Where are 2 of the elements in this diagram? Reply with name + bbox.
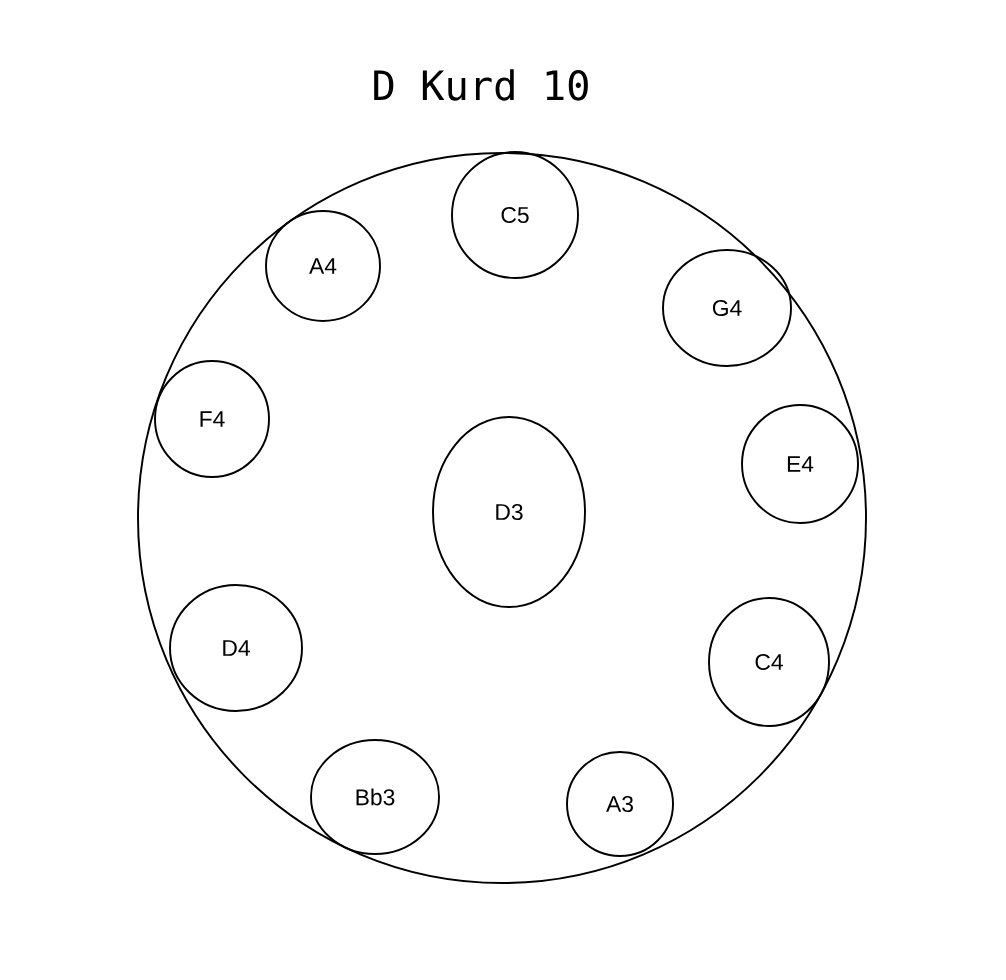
drum-outline xyxy=(137,152,867,884)
title: D Kurd 10 xyxy=(374,69,588,101)
